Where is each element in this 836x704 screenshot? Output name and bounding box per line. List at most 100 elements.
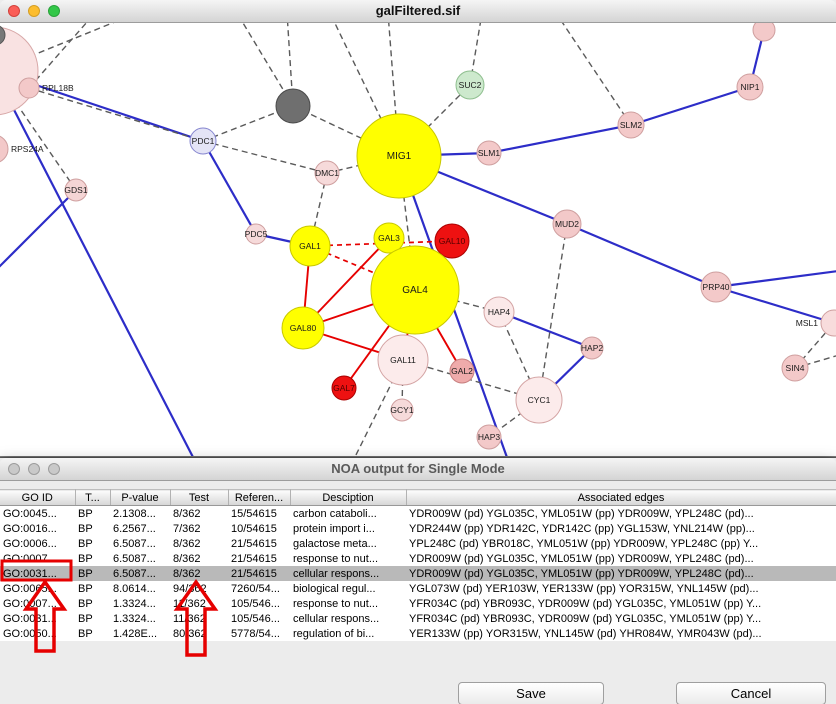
node-SUC2[interactable] (455, 70, 485, 100)
table-cell[interactable]: regulation of bi... (290, 626, 406, 641)
node-GAL11[interactable] (377, 334, 429, 386)
table-cell[interactable]: 10/54615 (228, 521, 290, 536)
node-SIN4[interactable] (781, 354, 809, 382)
table-cell[interactable]: YDR244W (pp) YDR142C, YDR142C (pp) YGL15… (406, 521, 836, 536)
table-cell[interactable]: GO:0050... (0, 626, 75, 641)
node-GAL80[interactable] (281, 306, 325, 350)
table-cell[interactable]: BP (75, 536, 110, 551)
node-GAL4[interactable] (370, 245, 460, 335)
table-cell[interactable]: 21/54615 (228, 551, 290, 566)
node-PDC5[interactable] (245, 223, 267, 245)
table-cell[interactable]: 5778/54... (228, 626, 290, 641)
node-MSL1[interactable] (820, 309, 836, 337)
table-cell[interactable]: cellular respons... (290, 611, 406, 626)
column-header-desciption[interactable]: Desciption (290, 489, 407, 506)
node-MIG1[interactable] (356, 113, 442, 199)
table-cell[interactable]: BP (75, 581, 110, 596)
table-cell[interactable]: YDR009W (pd) YGL035C, YML051W (pp) YDR00… (406, 566, 836, 581)
node-PRP40[interactable] (700, 271, 732, 303)
node-bigA[interactable] (0, 26, 39, 116)
table-cell[interactable]: 21/54615 (228, 566, 290, 581)
node-PDC1[interactable] (189, 127, 217, 155)
table-cell[interactable]: 21/54615 (228, 536, 290, 551)
table-cell[interactable]: GO:0006... (0, 536, 75, 551)
table-cell[interactable]: BP (75, 626, 110, 641)
table-cell[interactable]: YDR009W (pd) YGL035C, YML051W (pp) YDR00… (406, 551, 836, 566)
table-cell[interactable]: 8/362 (170, 551, 228, 566)
node-GRAY[interactable] (275, 88, 311, 124)
close-button[interactable] (8, 5, 20, 17)
node-CYC1[interactable] (515, 376, 563, 424)
table-cell[interactable]: YPL248C (pd) YBR018C, YML051W (pp) YDR00… (406, 536, 836, 551)
table-cell[interactable]: GO:0016... (0, 521, 75, 536)
node-GCY1[interactable] (390, 398, 414, 422)
table-cell[interactable]: 6.5087... (110, 566, 170, 581)
table-cell[interactable]: YDR009W (pd) YGL035C, YML051W (pp) YDR00… (406, 505, 836, 521)
table-cell[interactable]: YFR034C (pd) YBR093C, YDR009W (pd) YGL03… (406, 596, 836, 611)
column-header-referen-[interactable]: Referen... (228, 489, 291, 506)
table-cell[interactable]: GO:0007... (0, 551, 75, 566)
table-cell[interactable]: BP (75, 611, 110, 626)
table-cell[interactable]: 8/362 (170, 566, 228, 581)
noa-window-titlebar[interactable]: NOA output for Single Mode (0, 458, 836, 481)
minimize-button[interactable] (28, 5, 40, 17)
table-cell[interactable]: 1.3324... (110, 611, 170, 626)
table-cell[interactable]: GO:0045... (0, 505, 75, 521)
node-GAL7[interactable] (331, 375, 357, 401)
node-SLM2[interactable] (617, 111, 645, 139)
table-cell[interactable]: BP (75, 566, 110, 581)
node-NIP1[interactable] (736, 73, 764, 101)
table-cell[interactable]: BP (75, 521, 110, 536)
node-DMC1[interactable] (314, 160, 340, 186)
table-cell[interactable]: YER133W (pp) YOR315W, YNL145W (pd) YHR08… (406, 626, 836, 641)
node-RPL18B[interactable] (18, 77, 40, 99)
close-button[interactable] (8, 463, 20, 475)
table-cell[interactable]: GO:0031... (0, 611, 75, 626)
node-GAL1[interactable] (289, 225, 331, 267)
table-cell[interactable]: YFR034C (pd) YBR093C, YDR009W (pd) YGL03… (406, 611, 836, 626)
network-window-titlebar[interactable]: galFiltered.sif (0, 0, 836, 23)
save-button[interactable]: Save (458, 682, 604, 704)
table-cell[interactable]: 15/54615 (228, 505, 290, 521)
column-header-associated-edges[interactable]: Associated edges (406, 489, 836, 506)
column-header-t-[interactable]: T... (75, 489, 111, 506)
table-cell[interactable]: 11/362 (170, 611, 228, 626)
node-HAP2[interactable] (580, 336, 604, 360)
table-cell[interactable]: 80/362 (170, 626, 228, 641)
network-svg[interactable]: RPL18BRPS24AGDS1PDC1DMC1MIG1SUC2SLM1SLM2… (0, 23, 836, 456)
table-cell[interactable]: GO:0031... (0, 566, 75, 581)
table-cell[interactable]: GO:0007... (0, 596, 75, 611)
node-darkL[interactable] (0, 25, 6, 45)
table-cell[interactable]: 1.428E... (110, 626, 170, 641)
table-cell[interactable]: 6.5087... (110, 551, 170, 566)
node-HAP4[interactable] (483, 296, 515, 328)
node-GAL10[interactable] (434, 223, 470, 259)
table-cell[interactable]: 7260/54... (228, 581, 290, 596)
table-cell[interactable]: YGL073W (pd) YER103W, YER133W (pp) YOR31… (406, 581, 836, 596)
table-cell[interactable]: 105/546... (228, 596, 290, 611)
table-cell[interactable]: 6.5087... (110, 536, 170, 551)
table-cell[interactable]: 8/362 (170, 505, 228, 521)
cancel-button[interactable]: Cancel (676, 682, 826, 704)
table-cell[interactable]: cellular respons... (290, 566, 406, 581)
column-header-p-value[interactable]: P-value (110, 489, 171, 506)
table-cell[interactable]: biological regul... (290, 581, 406, 596)
node-GAL2[interactable] (449, 358, 475, 384)
table-cell[interactable]: 105/546... (228, 611, 290, 626)
table-cell[interactable]: 2.1308... (110, 505, 170, 521)
table-cell[interactable]: carbon cataboli... (290, 505, 406, 521)
table-cell[interactable]: 7/362 (170, 521, 228, 536)
node-RPS24A[interactable] (0, 135, 9, 163)
column-header-go-id[interactable]: GO ID (0, 489, 76, 506)
node-MUD2[interactable] (552, 209, 582, 239)
node-HAP3[interactable] (476, 424, 502, 450)
node-SLM1[interactable] (476, 140, 502, 166)
table-cell[interactable]: BP (75, 551, 110, 566)
